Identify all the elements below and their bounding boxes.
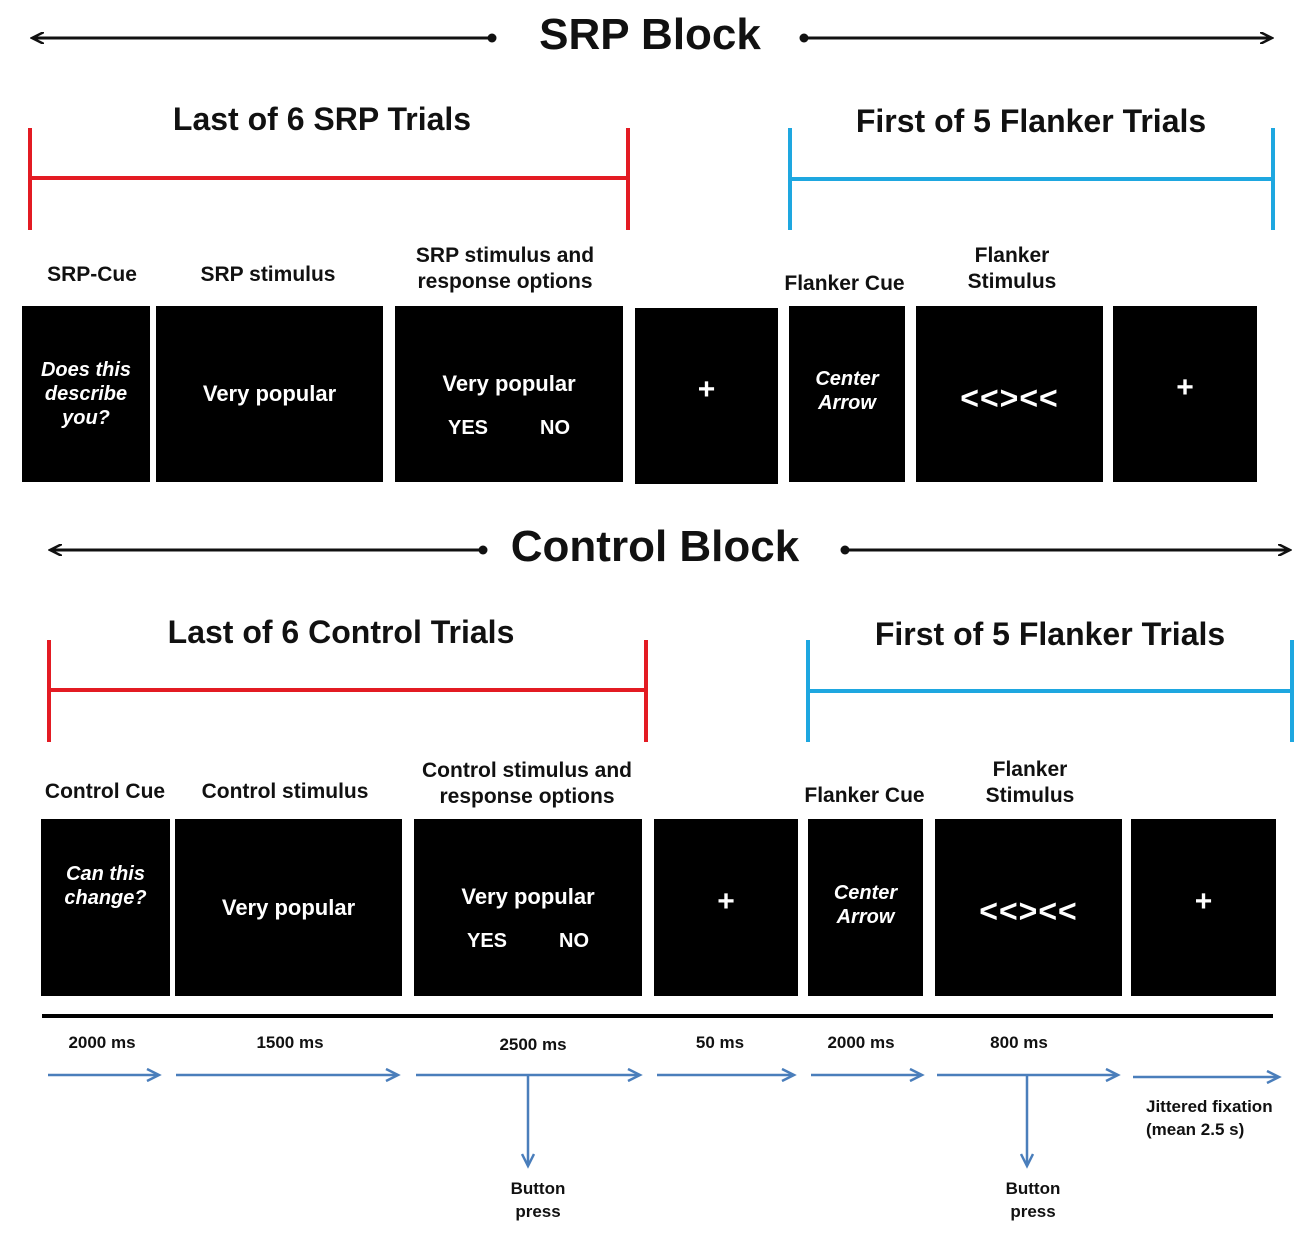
srp-flanker-trials-bracket xyxy=(788,128,1275,230)
control-left-trials-title: Last of 6 Control Trials xyxy=(167,614,515,650)
duration-response: 2500 ms xyxy=(499,1035,567,1054)
control-flanker-stimulus-label-line1: Flanker xyxy=(992,758,1068,781)
srp-yes-option: YES xyxy=(448,416,489,439)
control-block-title: Control Block xyxy=(510,522,800,571)
control-response-label-line1: Control stimulus and xyxy=(422,759,632,782)
srp-block-extent-arrows xyxy=(32,34,1272,43)
control-flanker-cue-screen: Center Arrow xyxy=(808,819,923,996)
srp-response-screen: Very popular YES NO xyxy=(395,306,623,482)
control-cue-line2: change? xyxy=(64,886,147,909)
srp-left-trials-title: Last of 6 SRP Trials xyxy=(172,101,472,137)
srp-flanker-cue-label: Flanker Cue xyxy=(784,272,905,295)
control-cue-screen: Can this change? xyxy=(41,819,170,996)
control-right-trials-title: First of 5 Flanker Trials xyxy=(874,616,1226,652)
jitter-note: Jittered fixation (mean 2.5 s) xyxy=(1146,1095,1273,1141)
srp-no-option: NO xyxy=(540,416,570,439)
srp-flanker-arrows: <<><< xyxy=(960,379,1059,416)
duration-flanker-cue: 2000 ms xyxy=(827,1033,895,1052)
jitter-note-line2: (mean 2.5 s) xyxy=(1146,1120,1245,1139)
srp-response-label-line2: response options xyxy=(417,270,593,293)
srp-jitter-fixation-cross: + xyxy=(1176,371,1194,404)
srp-cue-line3: you? xyxy=(62,407,110,429)
srp-flanker-cue-screen: Center Arrow xyxy=(789,306,905,482)
srp-flanker-stimulus-label: Flanker Stimulus xyxy=(932,243,1092,295)
srp-jitter-fixation-screen: + xyxy=(1113,306,1257,482)
srp-block-title: SRP Block xyxy=(539,10,761,59)
control-response-label-line2: response options xyxy=(439,785,615,808)
control-no-option: NO xyxy=(559,930,589,952)
control-flanker-arrows: <<><< xyxy=(979,893,1078,929)
control-flanker-stimulus-label: Flanker Stimulus xyxy=(950,757,1110,809)
srp-stimulus-text: Very popular xyxy=(202,381,337,406)
srp-stimulus-screen: Very popular xyxy=(156,306,383,482)
srp-cue-line2: describe xyxy=(44,383,128,405)
control-stimulus-label: Control stimulus xyxy=(201,780,369,803)
jitter-note-line1: Jittered fixation xyxy=(1146,1097,1273,1116)
srp-cue-screen: Does this describe you? xyxy=(22,306,150,482)
srp-flanker-stimulus-label-line2: Stimulus xyxy=(967,270,1057,293)
srp-fixation-screen: + xyxy=(635,308,778,484)
srp-response-stimulus-text: Very popular xyxy=(442,370,576,396)
srp-cue-line1: Does this xyxy=(40,359,132,381)
button-press-response: Button press xyxy=(488,1177,588,1223)
control-cue-line1: Can this xyxy=(66,862,145,885)
srp-response-label-line1: SRP stimulus and xyxy=(415,244,595,267)
srp-flanker-stimulus-label-line1: Flanker xyxy=(974,244,1050,267)
control-stimulus-screen: Very popular xyxy=(175,819,402,996)
control-jitter-fixation-screen: + xyxy=(1131,819,1276,996)
control-flanker-trials-bracket xyxy=(806,640,1294,742)
control-flanker-cue-line1: Center xyxy=(833,881,898,904)
srp-trials-bracket xyxy=(28,128,630,230)
timeline-arrows xyxy=(48,1075,1279,1166)
srp-flanker-stimulus-screen: <<><< xyxy=(916,306,1103,482)
button-press-flanker-line1: Button xyxy=(1005,1179,1061,1198)
button-press-flanker-line2: press xyxy=(1010,1202,1056,1221)
srp-response-label: SRP stimulus and response options xyxy=(385,243,625,295)
button-press-flanker: Button press xyxy=(983,1177,1083,1223)
control-jitter-fixation-cross: + xyxy=(1194,884,1213,918)
control-response-stimulus-text: Very popular xyxy=(461,884,595,909)
control-trials-bracket xyxy=(47,640,648,742)
control-flanker-stimulus-label-line2: Stimulus xyxy=(985,784,1075,807)
control-flanker-stimulus-screen: <<><< xyxy=(935,819,1122,996)
control-cue-label: Control Cue xyxy=(44,780,166,803)
srp-stimulus-label: SRP stimulus xyxy=(200,263,336,286)
srp-flanker-cue-line1: Center xyxy=(815,368,879,390)
duration-cue: 2000 ms xyxy=(68,1033,136,1052)
control-flanker-cue-line2: Arrow xyxy=(836,905,895,928)
srp-right-trials-title: First of 5 Flanker Trials xyxy=(855,103,1207,139)
srp-fixation-cross: + xyxy=(697,373,716,406)
button-press-response-line2: press xyxy=(515,1202,561,1221)
duration-stimulus: 1500 ms xyxy=(256,1033,324,1052)
control-response-label: Control stimulus and response options xyxy=(397,758,657,810)
control-response-screen: Very popular YES NO xyxy=(414,819,642,996)
control-yes-option: YES xyxy=(467,930,508,952)
control-flanker-cue-label: Flanker Cue xyxy=(804,784,925,807)
control-fixation-screen: + xyxy=(654,819,798,996)
srp-flanker-cue-line2: Arrow xyxy=(818,392,876,414)
control-stimulus-text: Very popular xyxy=(221,894,356,920)
button-press-response-line1: Button xyxy=(510,1179,566,1198)
duration-flanker-stimulus: 800 ms xyxy=(990,1033,1048,1052)
srp-cue-label: SRP-Cue xyxy=(47,263,137,286)
control-fixation-cross: + xyxy=(717,884,735,918)
control-block-extent-arrows xyxy=(50,546,1290,555)
duration-fixation: 50 ms xyxy=(695,1033,745,1052)
